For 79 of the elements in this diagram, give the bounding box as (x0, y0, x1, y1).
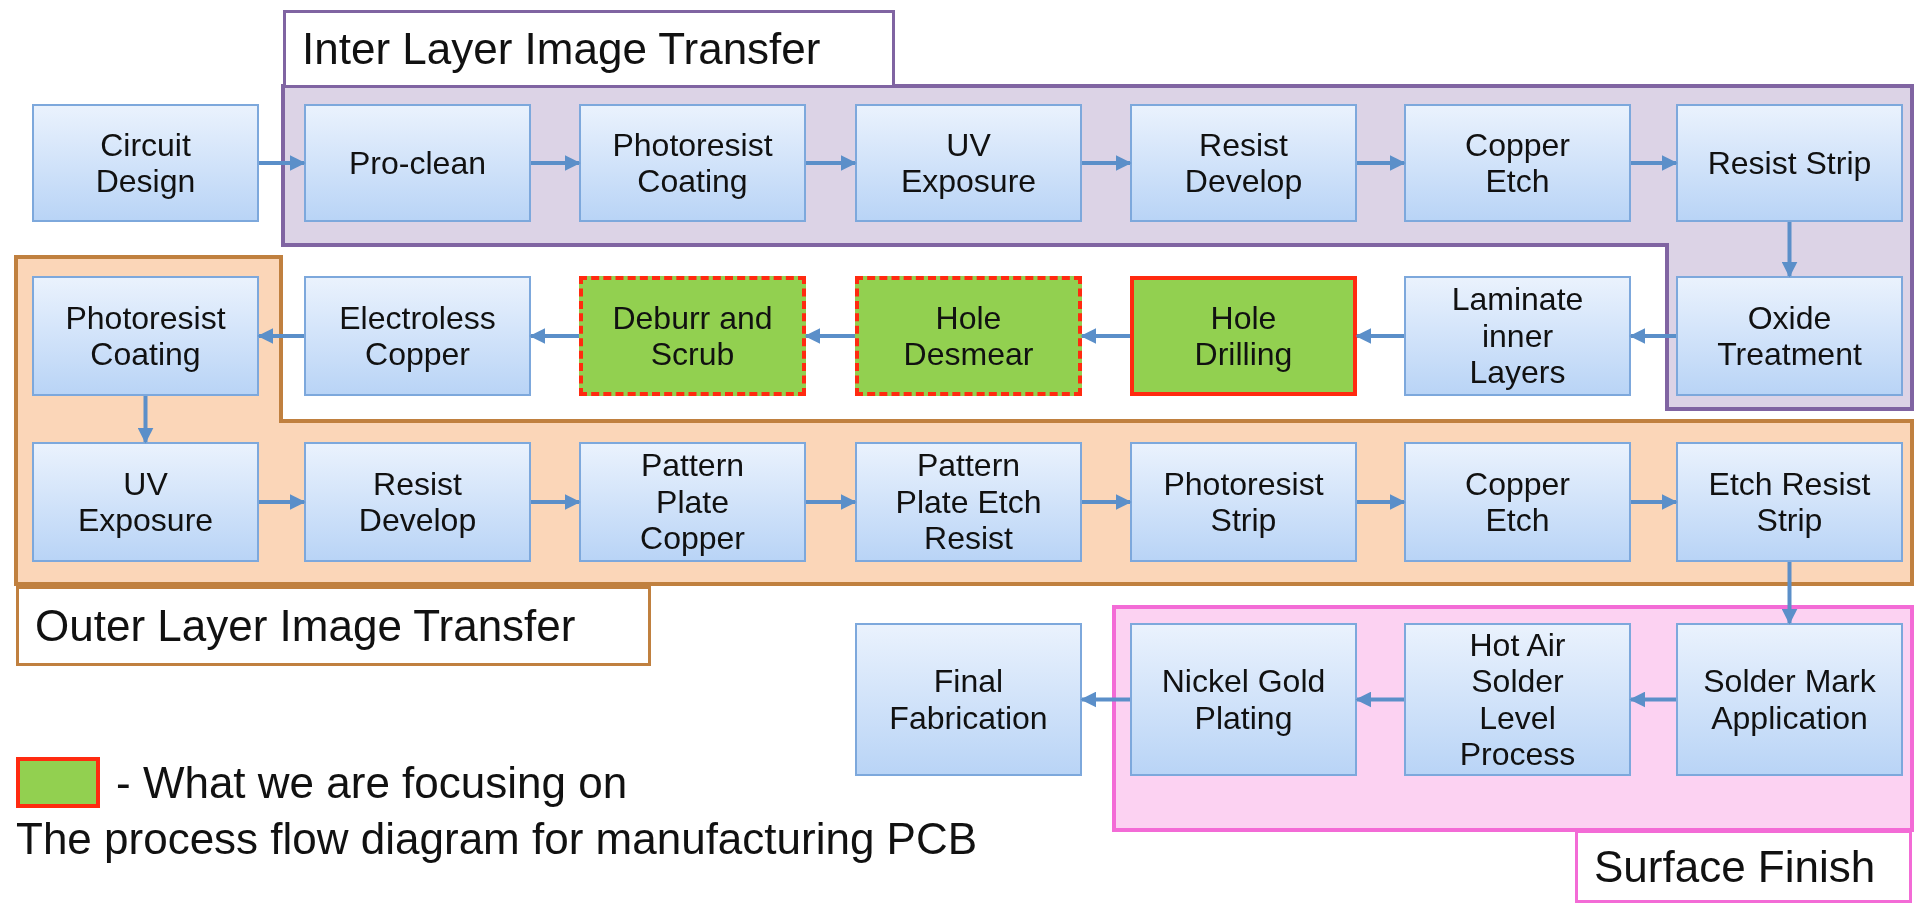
arrow (257, 328, 304, 344)
step-label: Final Fabrication (888, 663, 1049, 736)
process-box (1404, 442, 1631, 562)
step-label: Deburr and Scrub (611, 299, 774, 373)
arrow (259, 494, 306, 510)
process-box (32, 442, 259, 562)
process-box (304, 442, 531, 562)
step-label: Hole Desmear (902, 299, 1035, 373)
arrow (806, 494, 857, 510)
process-box (32, 104, 259, 222)
process-box (1130, 104, 1357, 222)
legend-label: - What we are focusing on (116, 757, 628, 808)
arrow (1631, 494, 1678, 510)
step-label: Pattern Plate Etch Resist (894, 447, 1043, 557)
highlighted-process-box (579, 276, 806, 396)
arrow (137, 396, 154, 444)
arrow (1629, 691, 1676, 708)
arrow (1082, 155, 1132, 171)
step-label: Electroless Copper (338, 299, 497, 373)
group-title: Surface Finish (1575, 830, 1912, 903)
arrow (1080, 328, 1130, 344)
process-box (1404, 623, 1631, 776)
step-label: Pattern Plate Copper (639, 447, 746, 557)
step-label: Resist Develop (357, 465, 478, 539)
highlighted-process-box (855, 276, 1082, 396)
arrow (531, 155, 581, 171)
step-label: Circuit Design (94, 126, 197, 200)
step-label: UV Exposure (76, 465, 215, 539)
process-box (1676, 104, 1903, 222)
arrow (1357, 494, 1406, 510)
process-box (1130, 442, 1357, 562)
arrow (531, 494, 581, 510)
step-label: Etch Resist Strip (1707, 465, 1872, 539)
step-label: Laminate inner Layers (1450, 281, 1585, 391)
step-label: Photoresist Coating (64, 299, 227, 373)
arrow (529, 328, 579, 344)
process-box (579, 104, 806, 222)
arrow (1082, 494, 1132, 510)
group-title: Outer Layer Image Transfer (16, 586, 651, 666)
process-box (1404, 104, 1631, 222)
step-label: Oxide Treatment (1716, 299, 1863, 373)
arrow (804, 328, 855, 344)
arrow (1355, 328, 1404, 344)
step-label: Hot Air Solder Level Process (1458, 626, 1577, 773)
arrow (1631, 155, 1678, 171)
process-box (855, 104, 1082, 222)
arrow (1355, 691, 1404, 708)
arrow (1781, 562, 1798, 625)
step-label: Copper Etch (1464, 126, 1571, 200)
process-box (1676, 442, 1903, 562)
process-box (579, 442, 806, 562)
caption: The process flow diagram for manufacturing PCB (16, 814, 978, 864)
process-box (1130, 623, 1357, 776)
process-box (304, 276, 531, 396)
step-label: Resist Develop (1183, 126, 1304, 200)
step-label: Photoresist Coating (611, 126, 774, 200)
process-box (1676, 623, 1903, 776)
step-label: Copper Etch (1464, 465, 1571, 539)
arrow (259, 155, 306, 171)
process-box (304, 104, 531, 222)
step-label: Pro-clean (349, 144, 486, 182)
arrow (1357, 155, 1406, 171)
group-title: Inter Layer Image Transfer (283, 10, 895, 88)
step-label: Resist Strip (1707, 144, 1872, 182)
process-box (855, 623, 1082, 776)
step-label: Photoresist Strip (1162, 465, 1325, 539)
process-box (1676, 276, 1903, 396)
process-box (1404, 276, 1631, 396)
arrow (1629, 328, 1676, 344)
step-label: Hole Drilling (1193, 299, 1294, 373)
step-label: UV Exposure (899, 126, 1038, 200)
highlighted-process-box (1130, 276, 1357, 396)
arrow (1080, 691, 1130, 708)
process-box (32, 276, 259, 396)
step-label: Solder Mark Application (1702, 663, 1877, 736)
arrow (806, 155, 857, 171)
arrow (1781, 222, 1798, 278)
process-box (855, 442, 1082, 562)
step-label: Nickel Gold Plating (1160, 663, 1327, 736)
